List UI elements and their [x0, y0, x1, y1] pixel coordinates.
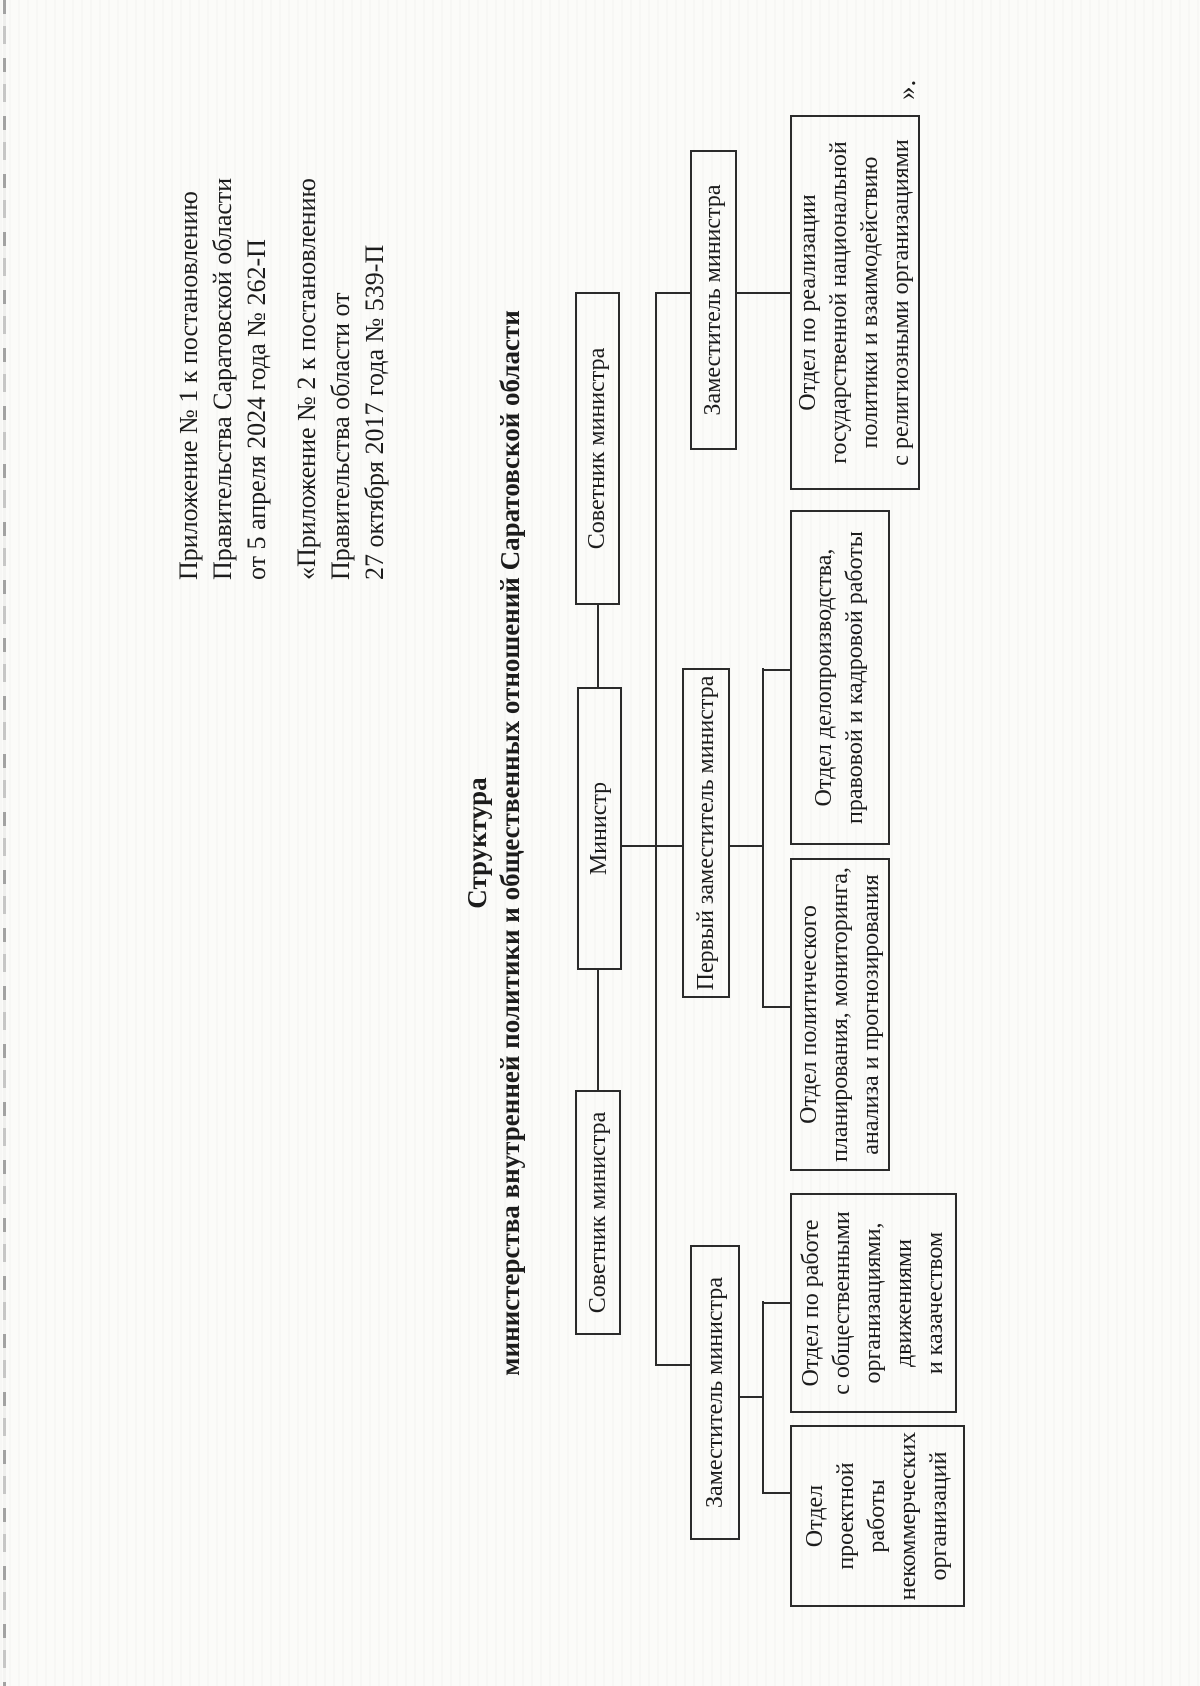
appendix-note-1: Приложение № 1 к постановлению Правитель… — [174, 177, 271, 580]
connector-drop-deputy-right — [655, 292, 691, 294]
connector-minister-riser — [622, 845, 684, 847]
org-node-dept-national: Отдел по реализации государственной наци… — [790, 115, 920, 490]
connector-drop-dept-political — [762, 1006, 791, 1008]
closing-quote-mark: ». — [891, 79, 921, 100]
connector-drop-dept-project-nko — [762, 1492, 791, 1494]
connector-subtrunk-center — [762, 668, 764, 1007]
appendix-note-2: «Приложение № 2 к постановлению Правител… — [292, 178, 389, 580]
org-node-deputy-left: Заместитель министра — [690, 1245, 740, 1540]
connector-drop-dept-public-orgs — [762, 1302, 791, 1304]
chart-title-line2: министерства внутренней политики и общес… — [495, 310, 525, 1376]
scan-edge-artifact — [3, 0, 6, 1686]
org-node-minister: Министр — [577, 687, 622, 970]
org-node-dept-political: Отдел политического планирования, монито… — [790, 858, 890, 1171]
org-node-dept-public-orgs: Отдел по работе с общественными организа… — [790, 1193, 957, 1413]
org-node-deputy-right: Заместитель министра — [690, 150, 737, 450]
chart-title: Структура министерства внутренней полити… — [461, 0, 527, 1686]
connector-first-deputy-riser — [730, 845, 764, 847]
org-node-dept-records: Отдел делопроизводства, правовой и кадро… — [790, 510, 890, 845]
connector-minister-advisor-right — [597, 605, 599, 687]
org-node-advisor-left: Советник министра — [575, 1090, 621, 1335]
org-node-advisor-right: Советник министра — [575, 292, 620, 605]
connector-deputy-left-riser — [740, 1396, 764, 1398]
connector-deputy-right-dept — [737, 292, 791, 294]
connector-advisor-left-minister — [597, 970, 599, 1090]
connector-trunk — [655, 292, 657, 1365]
connector-drop-dept-records — [762, 669, 791, 671]
chart-title-line1: Структура — [462, 777, 492, 909]
org-node-first-deputy: Первый заместитель министра — [682, 668, 730, 998]
org-node-dept-project-nko: Отдел проектной работы некоммерческих ор… — [790, 1425, 965, 1607]
connector-drop-deputy-left — [655, 1364, 691, 1366]
